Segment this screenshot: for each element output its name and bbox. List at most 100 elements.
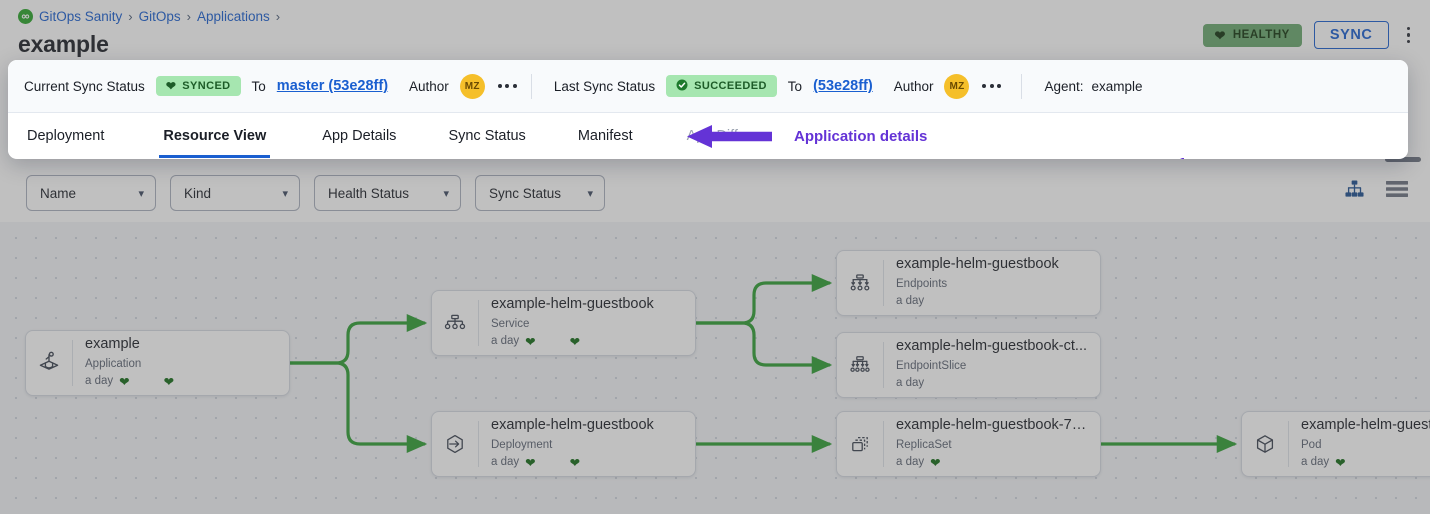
node-kind: Service bbox=[491, 317, 530, 330]
breadcrumb: GitOps Sanity › GitOps › Applications › bbox=[18, 9, 280, 24]
node-name: example-helm-guest bbox=[1301, 417, 1430, 434]
sync-button[interactable]: SYNC bbox=[1313, 21, 1389, 49]
last-sync-status-label: Last Sync Status bbox=[553, 78, 656, 94]
status-badge-healthy: ❤ HEALTHY bbox=[1203, 23, 1302, 47]
breadcrumb-item-gitops-sanity[interactable]: GitOps Sanity bbox=[39, 9, 123, 24]
agent-group: Agent: example bbox=[1044, 79, 1142, 94]
heart-icon: ❤ bbox=[1214, 27, 1226, 43]
current-sync-status-label: Current Sync Status bbox=[24, 78, 145, 94]
health-heart-icon: ❤ bbox=[525, 334, 536, 349]
replicaset-icon bbox=[837, 412, 883, 476]
graph-node-endpointslice[interactable]: example-helm-guestbook-ct... EndpointSli… bbox=[836, 332, 1101, 398]
node-divider bbox=[883, 342, 884, 388]
filter-kind-dropdown[interactable]: Kind ▾ bbox=[170, 175, 300, 211]
horizontal-scrollbar[interactable] bbox=[1385, 157, 1421, 162]
status-badge-label: HEALTHY bbox=[1232, 29, 1290, 41]
header-actions: ❤ HEALTHY SYNC bbox=[1203, 21, 1416, 49]
node-divider bbox=[1288, 421, 1289, 467]
sync-status-row: Current Sync Status ❤ SYNCED To master (… bbox=[8, 60, 1408, 159]
breadcrumb-separator-icon: › bbox=[128, 9, 133, 24]
service-icon bbox=[432, 291, 478, 355]
chevron-down-icon: ▾ bbox=[587, 187, 593, 200]
node-age: a day bbox=[1301, 456, 1330, 469]
more-horizontal-icon[interactable] bbox=[496, 80, 519, 92]
current-sync-status-group: Current Sync Status ❤ SYNCED To master (… bbox=[24, 73, 519, 99]
breadcrumb-separator-icon: › bbox=[186, 9, 191, 24]
node-divider bbox=[478, 421, 479, 467]
endpointslice-icon bbox=[837, 333, 883, 397]
node-age: a day bbox=[896, 295, 925, 308]
last-sync-revision-link[interactable]: (53e28ff) bbox=[813, 78, 873, 94]
current-sync-status-chip-label: SYNCED bbox=[182, 80, 231, 92]
node-age: a day bbox=[895, 456, 925, 469]
more-vertical-icon[interactable] bbox=[1401, 23, 1417, 48]
tab-manifest[interactable]: Manifest bbox=[577, 127, 633, 144]
graph-node-replicaset[interactable]: example-helm-guestbook-74... ReplicaSet … bbox=[836, 411, 1101, 477]
node-kind: Pod bbox=[1301, 438, 1322, 451]
filter-name-label: Name bbox=[40, 185, 77, 201]
divider bbox=[1021, 73, 1023, 99]
divider bbox=[530, 73, 532, 99]
breadcrumb-item-applications[interactable]: Applications bbox=[196, 9, 270, 24]
gitops-logo-icon bbox=[18, 9, 33, 24]
more-horizontal-icon[interactable] bbox=[980, 80, 1003, 92]
resource-graph-canvas[interactable]: example Application a day ❤ ❤ bbox=[0, 222, 1430, 514]
agent-value: example bbox=[1091, 78, 1143, 94]
last-sync-status-chip-label: SUCCEEDED bbox=[694, 80, 767, 92]
list-view-icon[interactable] bbox=[1386, 180, 1408, 203]
tab-deployment[interactable]: Deployment bbox=[27, 127, 105, 144]
sync-heart-icon: ❤ bbox=[163, 374, 175, 389]
check-circle-icon bbox=[676, 79, 688, 93]
left-arrow-annotation-icon bbox=[687, 124, 772, 154]
breadcrumb-separator-icon: › bbox=[275, 9, 281, 24]
filter-sync-status-label: Sync Status bbox=[489, 185, 562, 201]
deployment-icon bbox=[432, 412, 478, 476]
health-heart-icon: ❤ bbox=[119, 374, 130, 389]
graph-node-service[interactable]: example-helm-guestbook Service a day ❤ ❤ bbox=[431, 290, 696, 356]
node-kind: EndpointSlice bbox=[896, 359, 967, 372]
avatar[interactable]: MZ bbox=[944, 73, 970, 99]
agent-label: Agent: bbox=[1044, 78, 1084, 94]
application-summary-panel: Current Sync Status ❤ SYNCED To master (… bbox=[8, 60, 1408, 159]
last-sync-author-label: Author bbox=[893, 78, 934, 94]
current-sync-to-label: To bbox=[251, 78, 266, 94]
filter-health-status-dropdown[interactable]: Health Status ▾ bbox=[314, 175, 461, 211]
graph-node-endpoints[interactable]: example-helm-guestbook Endpoints a day bbox=[836, 250, 1101, 316]
tab-app-details[interactable]: App Details bbox=[322, 127, 397, 144]
sync-heart-icon: ❤ bbox=[569, 455, 581, 470]
node-name: example-helm-guestbook-ct... bbox=[896, 338, 1087, 355]
tab-resource-view[interactable]: Resource View bbox=[159, 113, 271, 158]
health-heart-icon: ❤ bbox=[1335, 455, 1346, 470]
tab-bar: Deployment Resource View App Details Syn… bbox=[8, 113, 1408, 158]
node-name: example-helm-guestbook bbox=[491, 296, 654, 313]
node-age: a day bbox=[491, 335, 520, 348]
avatar[interactable]: MZ bbox=[459, 73, 485, 99]
node-age: a day bbox=[491, 456, 520, 469]
breadcrumb-item-gitops[interactable]: GitOps bbox=[138, 9, 181, 24]
node-name: example-helm-guestbook bbox=[491, 417, 654, 434]
node-name: example bbox=[85, 336, 140, 353]
sync-heart-icon: ❤ bbox=[569, 334, 581, 349]
current-sync-status-chip: ❤ SYNCED bbox=[155, 76, 241, 96]
node-age: a day bbox=[85, 375, 114, 388]
filter-bar: Name ▾ Kind ▾ Health Status ▾ Sync Statu… bbox=[0, 166, 1430, 222]
last-sync-to-label: To bbox=[787, 78, 803, 94]
chevron-down-icon: ▾ bbox=[443, 187, 449, 200]
health-heart-icon: ❤ bbox=[930, 455, 941, 470]
graph-node-application[interactable]: example Application a day ❤ ❤ bbox=[25, 330, 290, 396]
filter-sync-status-dropdown[interactable]: Sync Status ▾ bbox=[475, 175, 605, 211]
node-age: a day bbox=[896, 377, 925, 390]
filter-group: Name ▾ Kind ▾ Health Status ▾ Sync Statu… bbox=[26, 175, 605, 211]
health-heart-icon: ❤ bbox=[525, 455, 536, 470]
endpoints-icon bbox=[837, 251, 883, 315]
tree-view-icon[interactable] bbox=[1345, 180, 1364, 203]
view-toggle-group bbox=[1345, 180, 1408, 203]
filter-health-status-label: Health Status bbox=[328, 185, 410, 201]
graph-node-pod[interactable]: example-helm-guest Pod a day ❤ bbox=[1241, 411, 1430, 477]
filter-name-dropdown[interactable]: Name ▾ bbox=[26, 175, 156, 211]
node-kind: Deployment bbox=[491, 438, 553, 451]
tab-sync-status[interactable]: Sync Status bbox=[448, 127, 526, 144]
current-sync-revision-link[interactable]: master (53e28ff) bbox=[276, 78, 389, 94]
graph-node-deployment[interactable]: example-helm-guestbook Deployment a day … bbox=[431, 411, 696, 477]
heart-icon: ❤ bbox=[165, 79, 177, 93]
